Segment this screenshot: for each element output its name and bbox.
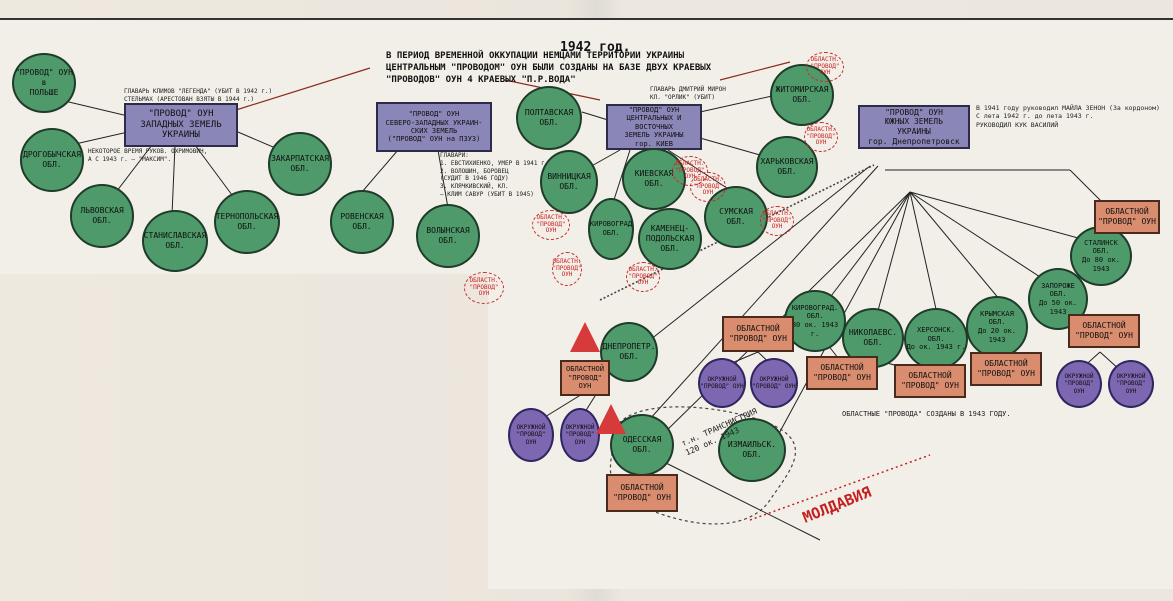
stamp-3: ОБЛАСТН. "ПРОВОД" ОУН [532,210,570,240]
oval-izmail: ИЗМАИЛЬСК. ОБЛ. [718,418,786,482]
chart-year: 1942 год. [560,40,631,55]
note-west-head: ГЛАВАРЬ КЛИМОВ "ЛЕГЕНДА" (УБИТ В 1942 г.… [124,88,273,103]
obox-nikolaev: ОБЛАСТНОЙ "ПРОВОД" ОУН [806,356,878,390]
oval-district-4: ОКРУЖНОЙ "ПРОВОД" ОУН [750,358,798,408]
stamp-4: ОБЛАСТН. "ПРОВОД" ОУН [552,252,582,286]
obox-crimea: ОБЛАСТНОЙ "ПРОВОД" ОУН [970,352,1042,386]
oval-dnepropetrovsk: ДНЕПРОПЕТР. ОБЛ. [600,322,658,382]
obox-stalino: ОБЛАСТНОЙ "ПРОВОД" ОУН [1094,200,1160,234]
chart-title: В ПЕРИОД ВРЕМЕННОЙ ОККУПАЦИИ НЕМЦАМИ ТЕР… [386,51,712,86]
note-south-head: В 1941 году руководил МАЙЛА ЗЕНОН (За ко… [976,104,1160,129]
stamp-9: ОБЛАСТН. "ПРОВОД" ОУН [464,272,504,304]
triangle-marker-1 [570,322,600,352]
note-central-head: ГЛАВАРЬ ДМИТРИЙ МИРОН КЛ. "ОРЛИК" (УБИТ) [650,86,726,101]
stamp-2: ОБЛАСТН. "ПРОВОД" ОУН [804,122,838,152]
obox-kherson: ОБЛАСТНОЙ "ПРОВОД" ОУН [894,364,966,398]
stamp-7: ОБЛАСТН. "ПРОВОД" ОУН [760,206,794,236]
oval-zakarpat: ЗАКАРПАТСКАЯ ОБЛ. [268,132,332,196]
oval-lvov: ЛЬВОВСКАЯ ОБЛ. [70,184,134,248]
oval-district-3: ОКРУЖНОЙ "ПРОВОД" ОУН [698,358,746,408]
triangle-marker-2 [596,404,626,434]
obox-odessa: ОБЛАСТНОЙ "ПРОВОД" ОУН [606,474,678,512]
oval-kirovograd-c: КИРОВОГРАД ОБЛ. [588,198,634,260]
obox-kirovograd: ОБЛАСТНОЙ "ПРОВОД" ОУН [722,316,794,352]
box-northwest-provod: "ПРОВОД" ОУН СЕВЕРО-ЗАПАДНЫХ УКРАИН- СКИ… [376,102,492,152]
oval-poltava: ПОЛТАВСКАЯ ОБЛ. [516,86,582,150]
oval-kamenets: КАМЕНЕЦ- ПОДОЛЬСКАЯ ОБЛ. [638,208,702,270]
stamp-6: ОБЛАСТН. "ПРОВОД" ОУН [690,172,726,202]
oval-district-2: ОКРУЖНОЙ "ПРОВОД" ОУН [560,408,600,462]
stamp-1: ОБЛАСТН. "ПРОВОД" ОУН [806,52,844,82]
note-west-sub: НЕКОТОРОЕ ВРЕМЯ РУКОВ. ОХРИМОВИЧ, А С 19… [88,148,208,163]
oval-volyn: ВОЛЫНСКАЯ ОБЛ. [416,204,480,268]
oval-vinnitsa: ВИННИЦКАЯ ОБЛ. [540,150,598,214]
oval-ternopol: ТЕРНОПОЛЬСКАЯ ОБЛ. [214,190,280,254]
oval-drogobych: ДРОГОБЫЧСКАЯ ОБЛ. [20,128,84,192]
box-west-provod: "ПРОВОД" ОУН ЗАПАДНЫХ ЗЕМЕЛЬ УКРАИНЫ [124,103,238,147]
oval-kherson: ХЕРСОНСК. ОБЛ. До ок. 1943 г. [904,308,968,370]
box-south-provod: "ПРОВОД" ОУН ЮЖНЫХ ЗЕМЕЛЬ УКРАИНЫ гор. Д… [858,105,970,149]
note-nw-heads: ГЛАВАРИ: 1. ЕВСТИХИЕНКО, УМЕР В 1941 г. … [440,152,549,198]
oval-stanislav: СТАНИСЛАВСКАЯ ОБЛ. [142,210,208,272]
oval-poland: "ПРОВОД" ОУН в ПОЛЬШЕ [12,53,76,113]
obox-zaporozhe: ОБЛАСТНОЙ "ПРОВОД" ОУН [1068,314,1140,348]
oval-district-6: ОКРУЖНОЙ "ПРОВОД" ОУН [1108,360,1154,408]
oval-zaporozhe: ЗАПОРОЖЕ ОБЛ. До 50 ок. 1943 [1028,268,1088,330]
top-rule [0,18,1173,20]
box-central-provod: "ПРОВОД" ОУН ЦЕНТРАЛЬНЫХ И ВОСТОЧНЫХ ЗЕМ… [606,104,702,150]
oval-district-5: ОКРУЖНОЙ "ПРОВОД" ОУН [1056,360,1102,408]
stamp-8: ОБЛАСТН. "ПРОВОД" ОУН [626,262,660,292]
oval-crimea: КРЫМСКАЯ ОБЛ. До 20 ок. 1943 [966,296,1028,358]
oval-stalino: СТАЛИНСК ОБЛ. До 80 ок. 1943 [1070,226,1132,286]
oval-rovno: РОВЕНСКАЯ ОБЛ. [330,190,394,254]
note-bottom: ОБЛАСТНЫЕ "ПРОВОДА" СОЗДАНЫ В 1943 ГОДУ. [842,410,1011,418]
obox-dnepr: ОБЛАСТНОЙ "ПРОВОД" ОУН [560,360,610,396]
oval-district-1: ОКРУЖНОЙ "ПРОВОД" ОУН [508,408,554,462]
